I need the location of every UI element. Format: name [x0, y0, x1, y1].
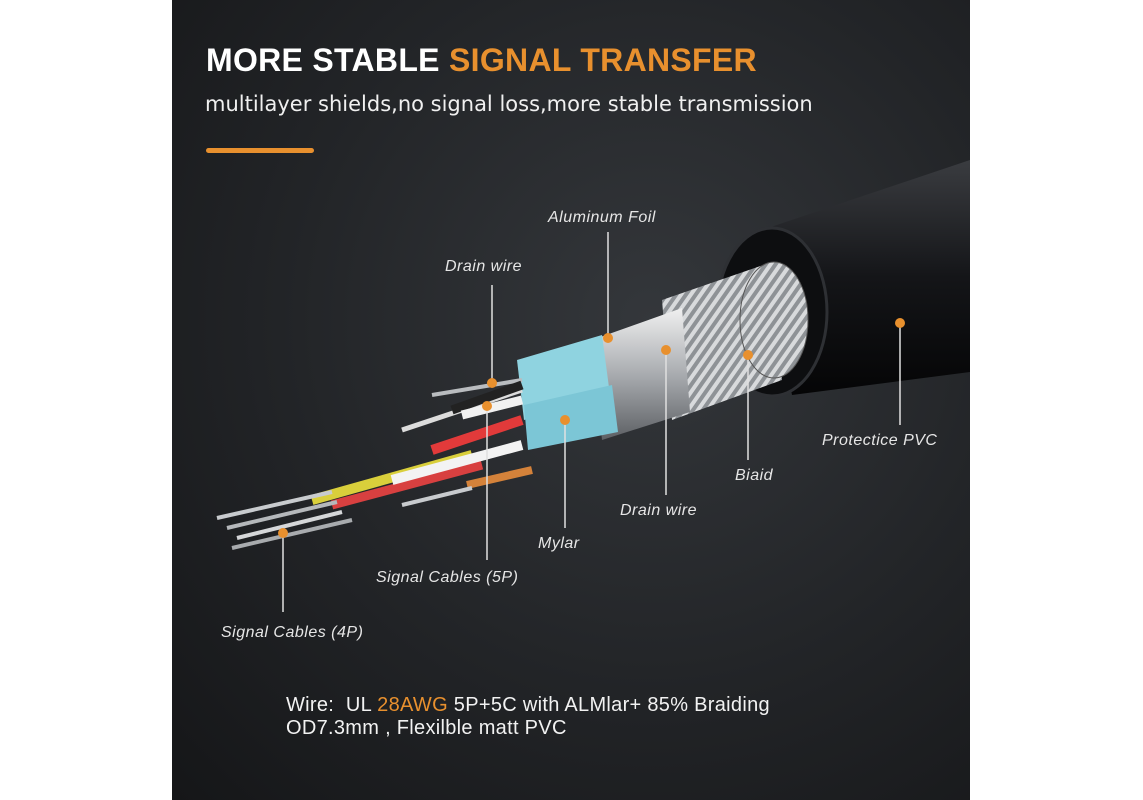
mylar-layer — [517, 335, 618, 450]
spec-suffix: 5P+5C with ALMlar+ 85% Braiding — [447, 694, 770, 716]
headline: MORE STABLE SIGNAL TRANSFER — [206, 42, 757, 79]
label-aluminum-foil: Aluminum Foil — [548, 209, 656, 226]
cable-illustration — [216, 160, 970, 612]
label-protective-pvc: Protectice PVC — [822, 432, 938, 449]
label-signal-cables-5p: Signal Cables (5P) — [376, 569, 519, 586]
signal-wires — [216, 378, 533, 550]
subtitle: multilayer shields,no signal loss,more s… — [205, 92, 813, 116]
spec-prefix: Wire: UL — [286, 694, 378, 716]
label-drain-wire-bottom: Drain wire — [620, 502, 698, 519]
accent-divider — [206, 148, 314, 153]
label-signal-cables-4p: Signal Cables (4P) — [221, 624, 364, 641]
leader-lines — [282, 232, 901, 612]
callout-dots — [278, 318, 905, 538]
spec-gauge: 28AWG — [377, 694, 448, 716]
label-drain-wire-top: Drain wire — [445, 258, 523, 275]
headline-white: MORE STABLE — [206, 42, 440, 78]
product-panel: MORE STABLE SIGNAL TRANSFER multilayer s… — [172, 0, 970, 800]
spec-line-1: Wire: UL 28AWG 5P+5C with ALMlar+ 85% Br… — [286, 694, 770, 717]
braid-shield — [662, 261, 809, 420]
spec-line-2: OD7.3mm , Flexilble matt PVC — [286, 717, 567, 739]
label-braid: Biaid — [735, 467, 774, 484]
headline-orange: SIGNAL TRANSFER — [449, 42, 757, 78]
label-mylar: Mylar — [538, 535, 580, 552]
